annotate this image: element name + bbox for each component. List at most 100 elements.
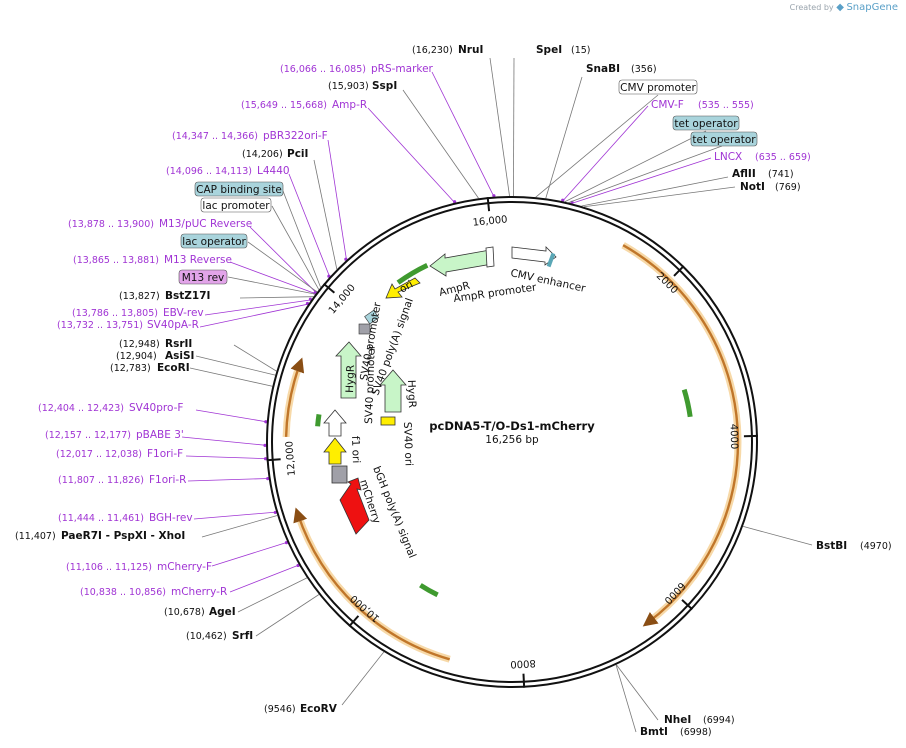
site-snabi-name[interactable]: SnaBI — [586, 63, 620, 75]
site-spei-name[interactable]: SpeI — [536, 44, 562, 56]
site-pcii-name[interactable]: PciI — [287, 148, 308, 160]
ori-label: ori — [398, 278, 416, 295]
grey-block-1[interactable] — [358, 323, 371, 335]
primer-pbabe3-name[interactable]: pBABE 3' — [136, 429, 184, 441]
primer-mark-28 — [263, 457, 268, 461]
cmv-promoter-box[interactable] — [618, 79, 698, 95]
sv40-polya-block[interactable] — [364, 309, 380, 325]
primer-l4440-name[interactable]: L4440 — [257, 165, 290, 177]
site-srfi-pos: (10,462) — [186, 631, 227, 642]
primer-mark-19 — [452, 200, 457, 204]
primer-sv40pa-r-name[interactable]: SV40pA-R — [147, 319, 199, 331]
f1-ori-label: f1 ori — [349, 436, 362, 464]
site-noti-name[interactable]: NotI — [740, 181, 765, 193]
leader-line-33 — [562, 105, 649, 202]
leader-line-35 — [282, 190, 322, 288]
primer-pbr322ori-f-name[interactable]: pBR322ori-F — [263, 130, 328, 142]
site-nrui-name[interactable]: NruI — [458, 44, 483, 56]
tet-operator-box-1[interactable] — [672, 115, 740, 131]
primer-m13-reverse-range: (13,865 .. 13,881) — [73, 255, 159, 266]
leader-line-15 — [237, 577, 308, 613]
site-rsrii-name[interactable]: RsrII — [165, 338, 192, 350]
leader-line-40 — [564, 130, 707, 203]
orange-track-1[interactable] — [293, 507, 451, 661]
mcherry-feature[interactable] — [339, 477, 370, 535]
primer-amp-r-name[interactable]: Amp-R — [332, 99, 367, 111]
feature-blocks — [323, 246, 557, 535]
inner-green-arc-0[interactable] — [681, 388, 693, 418]
primer-f1ori-r-name[interactable]: F1ori-R — [149, 474, 186, 486]
primer-mark-30 — [273, 510, 277, 515]
hygr-feature-left[interactable] — [335, 341, 362, 399]
site-paer7i-name[interactable]: PaeR7I - PspXI - XhoI — [61, 530, 185, 542]
bgh-polya-block[interactable] — [331, 465, 348, 484]
primer-mark-33 — [561, 198, 565, 202]
primer-prs-marker-range: (16,066 .. 16,085) — [280, 64, 366, 75]
primer-pbabe3-range: (12,157 .. 12,177) — [45, 430, 131, 441]
cap-binding-site-box[interactable] — [194, 181, 284, 197]
f1-ori-white-arrow[interactable] — [323, 409, 347, 437]
leader-line-21 — [288, 173, 331, 278]
primer-m13puc-reverse-name[interactable]: M13/pUC Reverse — [159, 218, 252, 230]
orange-track-2[interactable] — [284, 357, 305, 437]
primer-mcherry-r-name[interactable]: mCherry-R — [171, 586, 227, 598]
primer-m13-reverse-name[interactable]: M13 Reverse — [164, 254, 232, 266]
site-bmti-name[interactable]: BmtI — [640, 726, 668, 738]
site-aflii-name[interactable]: AflII — [732, 168, 756, 180]
ring-tick-2 — [681, 599, 693, 611]
primer-mcherry-f-name[interactable]: mCherry-F — [157, 561, 212, 573]
site-bmti-pos: (6998) — [680, 727, 712, 738]
leader-line-20 — [327, 139, 347, 261]
site-asisi-name[interactable]: AsiSI — [165, 350, 194, 362]
site-ecori-name[interactable]: EcoRI — [157, 362, 190, 374]
inner-green-arc-2[interactable] — [315, 414, 322, 427]
leader-line-26 — [195, 409, 267, 423]
ring-tick-label-5: 12,000 — [284, 441, 298, 477]
site-nhei-name[interactable]: NheI — [664, 714, 691, 726]
cmv-promoter-marker[interactable] — [546, 252, 556, 268]
inner-green-arc-3[interactable] — [396, 262, 429, 285]
backbone-inner-strand — [271, 201, 753, 683]
site-agei-name[interactable]: AgeI — [209, 606, 236, 618]
ring-tick-3 — [522, 673, 526, 688]
primer-pbr322ori-f-range: (14,347 .. 14,366) — [172, 131, 258, 142]
leader-line-25 — [199, 303, 309, 328]
site-sspi-name[interactable]: SspI — [372, 80, 397, 92]
created-by-text: Created by — [789, 3, 834, 12]
restriction-sites-right: SpeI (15) SnaBI (356) AflII (741) NotI (… — [536, 44, 892, 738]
ampr-feature[interactable] — [429, 249, 493, 277]
lac-promoter-box[interactable] — [200, 197, 272, 213]
primer-prs-marker-name[interactable]: pRS-marker — [371, 63, 434, 75]
primer-mcherry-f-range: (11,106 .. 11,125) — [66, 562, 152, 573]
ring-tick-0 — [673, 265, 685, 277]
leader-line-19 — [367, 107, 456, 204]
leader-line-31 — [211, 541, 288, 567]
leader-line-6 — [616, 664, 659, 721]
site-ecorv-name[interactable]: EcoRV — [300, 703, 338, 715]
site-spei-pos: (15) — [571, 45, 591, 56]
primer-ebv-rev-name[interactable]: EBV-rev — [163, 307, 204, 319]
primer-f1ori-f-name[interactable]: F1ori-F — [147, 448, 183, 460]
m13-rev-box[interactable] — [178, 269, 228, 285]
site-bstbi-name[interactable]: BstBI — [816, 540, 847, 552]
ori-feature[interactable] — [385, 277, 421, 299]
inner-arc-features — [315, 262, 693, 598]
site-bstz17i-name[interactable]: BstZ17I — [165, 290, 210, 302]
primer-sv40pro-f-name[interactable]: SV40pro-F — [129, 402, 183, 414]
ring-tick-5 — [266, 458, 281, 462]
f1-ori-feature[interactable] — [323, 437, 347, 465]
leader-line-17 — [341, 651, 385, 706]
ampr-promoter-feature[interactable] — [485, 246, 495, 268]
primer-lncx-name[interactable]: LNCX — [714, 151, 742, 163]
hygr-feature-right[interactable] — [379, 369, 407, 413]
inner-green-arc-1[interactable] — [419, 583, 439, 598]
primer-m13puc-reverse-range: (13,878 .. 13,900) — [68, 219, 154, 230]
orange-track-0[interactable] — [622, 244, 740, 627]
site-srfi-name[interactable]: SrfI — [232, 630, 253, 642]
primer-bgh-rev-name[interactable]: BGH-rev — [149, 512, 193, 524]
tet-operator-box-2[interactable] — [690, 131, 758, 147]
sv40-ori-block[interactable] — [380, 416, 396, 426]
lac-operator-box[interactable] — [180, 233, 248, 249]
primer-cmv-f-name[interactable]: CMV-F — [651, 99, 684, 111]
site-snabi-pos: (356) — [631, 64, 657, 75]
